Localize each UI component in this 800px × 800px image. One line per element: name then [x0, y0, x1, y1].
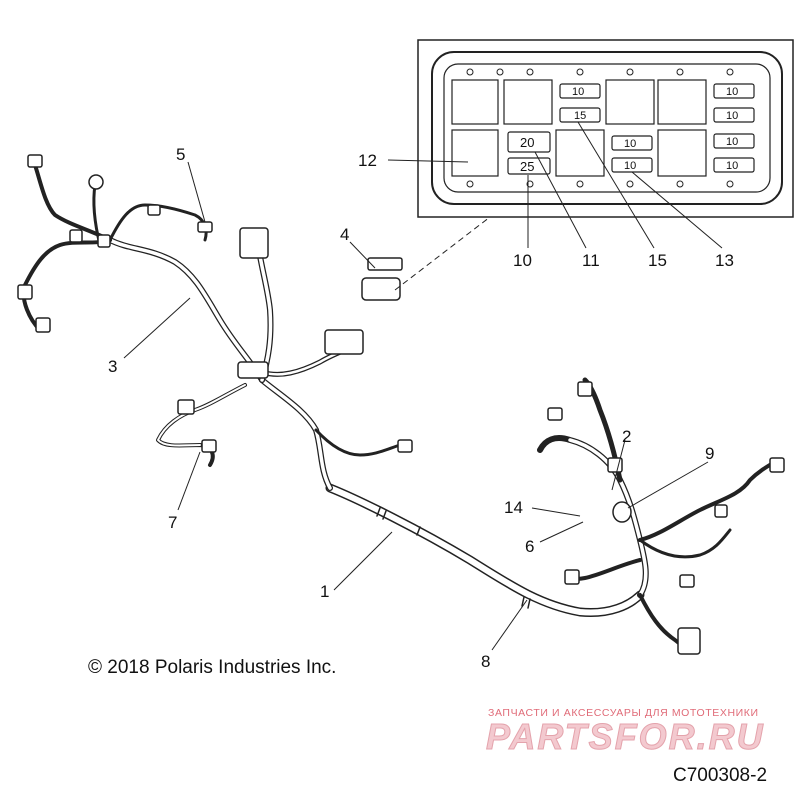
right-branch-mid: [638, 528, 732, 559]
connector-mid: [397, 439, 413, 453]
top-left-branch-b: [21, 238, 112, 332]
fuse-slot: [507, 131, 551, 153]
connector-item-5: [197, 221, 213, 233]
relay-slots: [451, 79, 707, 177]
connector-item-7a: [177, 399, 195, 415]
connector-top-left-5: [97, 234, 111, 248]
connector-top-left-2: [17, 284, 33, 300]
connector-right-2: [547, 407, 563, 421]
branch-item-7-core: [157, 384, 246, 447]
fuse-rating: 10: [572, 86, 584, 98]
callout-12: 12: [358, 151, 377, 170]
callouts: 1 2 3 4 5 6 7 8 9 10 11 12 13 14 15: [108, 145, 734, 671]
fuse-rating: 10: [726, 160, 738, 172]
relay-block: [324, 329, 364, 355]
trunk-band: [376, 507, 531, 609]
fuse-rating: 10: [726, 110, 738, 122]
callout-14: 14: [504, 498, 523, 517]
fuse-slots: [507, 83, 755, 175]
mounting-holes: [466, 68, 734, 188]
grommet-item-9: [612, 501, 632, 523]
fuse-rating: 10: [624, 138, 636, 150]
ecu-connector: [239, 227, 269, 259]
fuse-slot: [559, 83, 601, 99]
main-trunk-core: [327, 485, 643, 616]
relay-slot: [657, 129, 707, 177]
connector-right-4: [769, 457, 785, 473]
connector-top-left-1: [27, 154, 43, 168]
callout-7: 7: [168, 513, 177, 532]
fuse-slot: [713, 107, 755, 123]
callout-13: 13: [715, 251, 734, 270]
relay-slot: [555, 129, 605, 177]
branch-item-7: [156, 383, 247, 467]
relay-slot: [657, 79, 707, 125]
projection-dashed-line: [394, 216, 491, 291]
watermark-tagline: ЗАПЧАСТИ И АКСЕССУАРЫ ДЛЯ МОТОТЕХНИКИ: [488, 707, 759, 719]
leader-lines: [123, 121, 723, 651]
connector-top-left-round: [88, 174, 104, 190]
fuse-box-inset: 10 15 20 25 10 10 10 10 10 10: [417, 39, 794, 218]
callout-8: 8: [481, 652, 490, 671]
fuse-slot: [713, 83, 755, 99]
fuse-slot: [507, 157, 551, 175]
fuse-rating: 10: [726, 136, 738, 148]
connector-top-left-3: [35, 317, 51, 333]
callout-10: 10: [513, 251, 532, 270]
relay-slot: [503, 79, 553, 125]
relay-block-top: [361, 277, 401, 301]
callout-15: 15: [648, 251, 667, 270]
connector-top-left-4: [69, 229, 83, 243]
mid-branch: [314, 428, 402, 457]
fuse-rating: 15: [574, 110, 586, 122]
connector-right-5: [714, 504, 728, 518]
connector-item-5b: [147, 204, 161, 216]
fuse-slot: [559, 107, 601, 123]
relay-slot: [451, 129, 499, 177]
fuse-rating: 10: [624, 160, 636, 172]
fuse-strip-item-4: [367, 257, 403, 271]
connector-right-8: [679, 574, 695, 588]
connector-right-6: [677, 627, 701, 655]
connector-right-1: [577, 381, 593, 397]
harness-drawing: [21, 163, 780, 653]
callout-11: 11: [582, 251, 600, 270]
junction-to-top-core: [108, 238, 264, 382]
diagram-code: C700308-2: [673, 765, 768, 786]
fuse-slot: [713, 157, 755, 173]
callout-6: 6: [525, 537, 534, 556]
callout-9: 9: [705, 444, 714, 463]
fuse-rating: 25: [520, 159, 534, 174]
connector-junction: [237, 361, 269, 379]
connector-right-7: [564, 569, 580, 585]
top-left-branch-a: [33, 163, 112, 242]
fuse-slot: [713, 133, 755, 149]
connectors: [17, 154, 785, 655]
copyright-notice: © 2018 Polaris Industries Inc.: [88, 657, 337, 678]
connector-right-3: [607, 457, 623, 473]
junction-to-top: [107, 237, 265, 383]
callout-5: 5: [176, 145, 185, 164]
callout-2: 2: [622, 427, 631, 446]
fuse-rating: 10: [726, 86, 738, 98]
watermark-brand-logo: PARTSFOR.RU: [486, 716, 765, 758]
callout-4: 4: [340, 225, 349, 244]
callout-1: 1: [320, 582, 329, 601]
right-branch-right: [638, 458, 780, 542]
connector-item-7b: [201, 439, 217, 453]
fuse-slot: [611, 135, 653, 151]
relay-slot: [605, 79, 655, 125]
fuse-rating: 20: [520, 135, 534, 150]
relay-slot: [451, 79, 499, 125]
callout-3: 3: [108, 357, 117, 376]
